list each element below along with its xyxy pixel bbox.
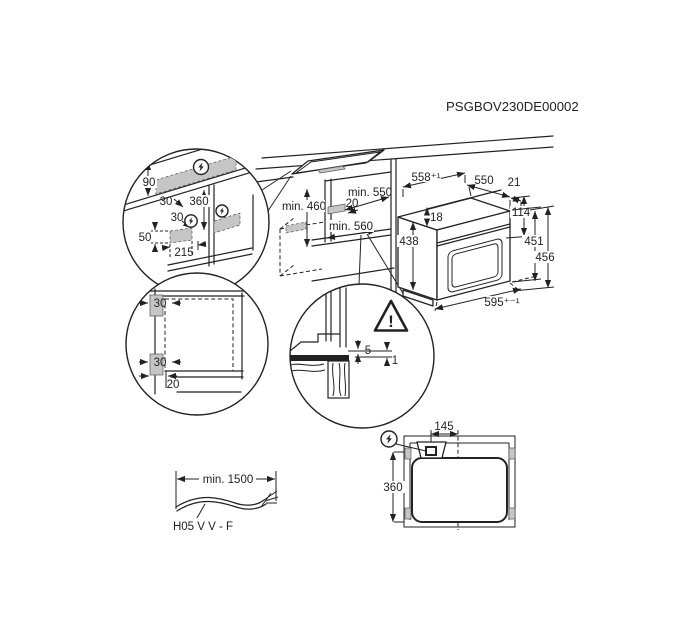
dim-elec-90: 90 <box>143 177 156 189</box>
connection-zone-top <box>155 155 237 195</box>
electrical-connection-icon <box>192 158 210 176</box>
cooktop-connection-zone <box>317 165 346 174</box>
side-clearance-zone-bottom <box>149 353 164 376</box>
dim-oven-total-height: 456 <box>535 252 554 264</box>
dim-section-5: 5 <box>365 345 371 357</box>
niche-connection-zone <box>327 203 346 215</box>
dim-section-1: 1 <box>392 355 398 367</box>
mains-cable: min. 1500 H05 V V - F <box>173 471 279 533</box>
dim-topview-360: 360 <box>383 482 402 494</box>
dim-front-20: 20 <box>167 379 180 391</box>
oven-cavity-top <box>411 457 508 523</box>
section-detail-circle: 5 1 ! <box>289 283 435 429</box>
dim-oven-front-width: 595⁺⁻¹ <box>484 297 519 309</box>
dim-niche-min-height: min. 460 <box>282 201 326 213</box>
cable-line <box>175 496 265 508</box>
side-clearance-zone-top <box>149 294 164 317</box>
dim-niche-min-depth: min. 550 <box>348 187 392 199</box>
dim-niche-min-width: min. 560 <box>329 221 373 233</box>
dim-niche-back-gap: 20 <box>346 198 359 210</box>
warning-exclamation: ! <box>388 312 394 331</box>
dim-elec-50: 50 <box>139 232 152 244</box>
connection-zone-right <box>213 212 241 234</box>
connection-zone-left <box>169 227 193 244</box>
kitchen-counter-scene: min. 460 min. 550 20 min. 560 <box>255 135 554 296</box>
dim-oven-front-overhang: 21 <box>508 177 521 189</box>
dim-front-30-top: 30 <box>154 298 167 310</box>
cabinet-front-detail-circle: 30 30 20 <box>125 272 269 416</box>
dim-oven-height: 451 <box>524 236 543 248</box>
electrical-connection-icon <box>380 430 427 452</box>
dim-elec-360: 360 <box>189 196 208 208</box>
oven-door-window <box>447 238 503 293</box>
oven-top-view: 145 360 <box>380 421 516 530</box>
oven-base-foot <box>402 289 434 307</box>
dim-topview-145: 145 <box>434 421 453 433</box>
oven-left-face <box>397 216 438 301</box>
dim-elec-30-top: 30 <box>160 196 173 208</box>
oven-3d-view: 558⁺¹ 550 21 18 114 438 451 456 <box>390 158 558 312</box>
dim-oven-body-depth: 550 <box>474 175 493 187</box>
removed-cabinet-connection-zone <box>285 221 307 234</box>
electrical-connection-icon <box>184 214 198 228</box>
dim-oven-body-height: 438 <box>399 236 418 248</box>
wood-grain <box>290 360 350 399</box>
cable-type-label: H05 V V - F <box>173 521 233 533</box>
product-code: PSGBOV230DE00002 <box>446 99 579 114</box>
dim-elec-215: 215 <box>174 247 193 259</box>
dim-oven-top-step: 18 <box>430 212 443 224</box>
counter-panel-section <box>290 355 349 361</box>
warning-icon: ! <box>373 299 409 332</box>
electrical-detail-circle: 90 30 360 30 50 215 <box>122 148 270 296</box>
dim-front-30-bottom: 30 <box>154 357 167 369</box>
dim-elec-30-mid: 30 <box>171 212 184 224</box>
junction-box <box>416 441 447 459</box>
dim-oven-niche-width: 558⁺¹ <box>411 172 440 184</box>
electrical-connection-icon <box>215 204 229 218</box>
dim-cable-min-length: min. 1500 <box>203 474 254 486</box>
